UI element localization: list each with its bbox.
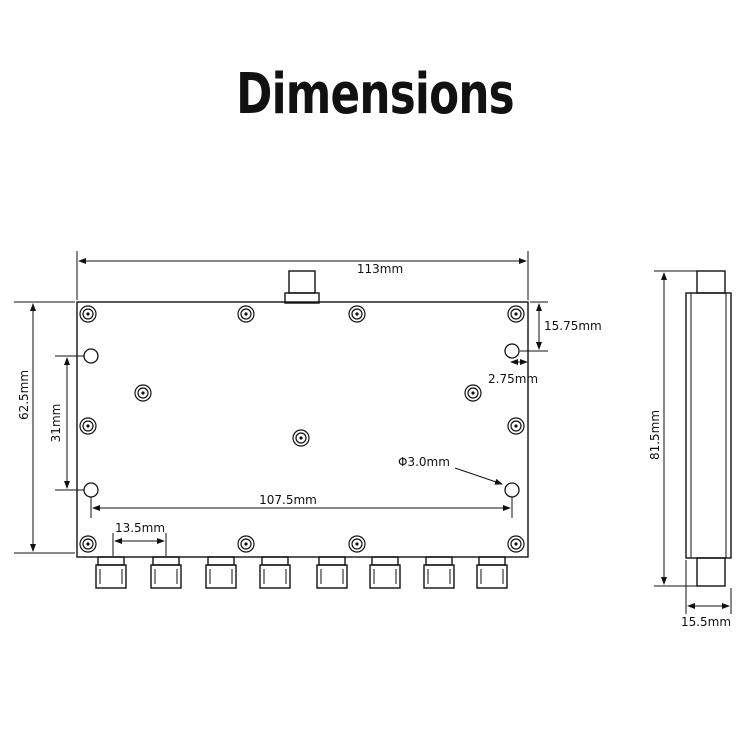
- screw: [507, 535, 525, 553]
- dim-hole-diameter: Φ3.0mm: [398, 455, 503, 485]
- screw: [79, 417, 97, 435]
- screw: [292, 429, 310, 447]
- mounting-hole: [83, 348, 99, 364]
- output-connector: [423, 556, 455, 589]
- output-connector: [476, 556, 508, 589]
- output-connectors: [95, 556, 508, 589]
- dim-hole-spacing-vertical: 31mm: [49, 355, 84, 491]
- output-connector: [205, 556, 237, 589]
- dim-side-depth: 15.5mm: [681, 560, 732, 629]
- dim-hole-diameter-label: Φ3.0mm: [398, 455, 450, 469]
- dim-hole-offset-top: 15.75mm: [520, 301, 602, 352]
- screw: [134, 384, 152, 402]
- dim-side-height: 81.5mm: [648, 270, 697, 587]
- output-connector: [369, 556, 401, 589]
- screw: [348, 535, 366, 553]
- mounting-holes: [83, 343, 520, 498]
- screw: [79, 535, 97, 553]
- dim-height-label: 62.5mm: [17, 370, 31, 420]
- side-view: 81.5mm 15.5mm: [648, 270, 732, 629]
- screw: [348, 305, 366, 323]
- dim-side-depth-label: 15.5mm: [681, 615, 731, 629]
- screw: [237, 305, 255, 323]
- mounting-hole: [83, 482, 99, 498]
- output-connector: [95, 556, 127, 589]
- dim-hole-offset-top-label: 15.75mm: [544, 319, 602, 333]
- dim-overall-width-label: 113mm: [357, 262, 403, 276]
- mounting-hole: [504, 343, 520, 359]
- dim-port-pitch: 13.5mm: [112, 521, 167, 556]
- dim-hole-offset-side: 2.75mm: [488, 359, 538, 386]
- screw: [507, 305, 525, 323]
- front-view: 113mm 62.5mm 31mm 15.75mm 2.75mm: [14, 251, 602, 589]
- dim-hole-spacing-horizontal-label: 107.5mm: [259, 493, 317, 507]
- output-connector: [316, 556, 348, 589]
- screw: [464, 384, 482, 402]
- dim-overall-width: 113mm: [76, 251, 529, 300]
- input-connector: [284, 270, 320, 304]
- page-title: Dimensions: [236, 62, 515, 127]
- output-connector: [259, 556, 291, 589]
- dim-hole-offset-side-label: 2.75mm: [488, 372, 538, 386]
- screw: [507, 417, 525, 435]
- dim-hole-spacing-horizontal: 107.5mm: [90, 493, 513, 518]
- dim-port-pitch-label: 13.5mm: [115, 521, 165, 535]
- dim-height: 62.5mm: [14, 301, 75, 554]
- dim-hole-spacing-vertical-label: 31mm: [49, 404, 63, 443]
- screw: [237, 535, 255, 553]
- screw: [79, 305, 97, 323]
- dim-side-height-label: 81.5mm: [648, 410, 662, 460]
- screws: [79, 305, 525, 553]
- mounting-hole: [504, 482, 520, 498]
- splitter-body: [76, 301, 529, 558]
- output-connector: [150, 556, 182, 589]
- side-body: [685, 292, 732, 559]
